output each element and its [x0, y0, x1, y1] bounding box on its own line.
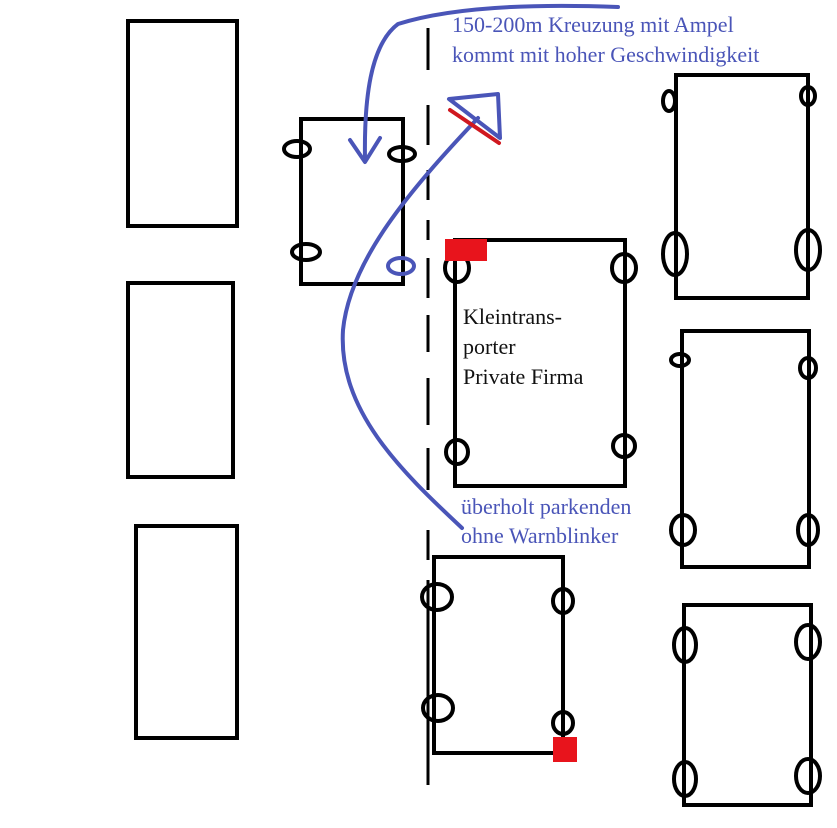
overtaking-path-arrow: [340, 92, 502, 530]
van-marker: [445, 239, 487, 261]
wheel: [551, 710, 575, 736]
van: [443, 238, 638, 488]
wheel: [669, 513, 697, 547]
wheel: [282, 139, 312, 159]
parked-car-right-1: [661, 73, 822, 300]
parked-car-left-2: [126, 281, 235, 479]
wheel: [794, 757, 822, 795]
collision-cross-mark: [448, 108, 501, 145]
wheel: [421, 693, 455, 723]
wheel: [799, 85, 817, 107]
oncoming-path-arrow: [348, 3, 620, 164]
wheel: [420, 582, 454, 612]
parked-car-left-1: [126, 19, 239, 228]
annotation-bottom-line2: ohne Warnblinker: [461, 523, 619, 548]
wheel: [661, 231, 689, 277]
wheel: [669, 352, 691, 368]
parked-car-bottom: [420, 555, 575, 755]
van-label-line1: Kleintrans-: [463, 304, 562, 329]
wheel-highlighted: [386, 256, 416, 276]
wheel: [672, 626, 698, 664]
wheel: [796, 513, 820, 547]
wheel: [444, 438, 470, 466]
wheel: [798, 356, 818, 380]
annotation-top-line2: kommt mit hoher Geschwindigkeit: [452, 42, 759, 67]
annotation-top-line1: 150-200m Kreuzung mit Ampel: [452, 12, 734, 37]
wheel: [794, 228, 822, 272]
wheel: [672, 760, 698, 798]
wheel: [610, 252, 638, 284]
van-label-line3: Private Firma: [463, 364, 584, 389]
parked-car-right-3: [672, 603, 822, 807]
parked-car-left-3: [134, 524, 239, 740]
van-label-line2: porter: [463, 334, 516, 359]
wheel: [661, 89, 677, 113]
wheel: [611, 433, 637, 459]
wheel: [551, 587, 575, 615]
wheel: [387, 145, 417, 163]
parked-car-right-2: [669, 329, 820, 569]
wheel: [290, 242, 322, 262]
wheel: [794, 623, 822, 661]
rear-car-marker: [553, 737, 577, 762]
annotation-bottom-line1: überholt parkenden: [461, 494, 631, 519]
